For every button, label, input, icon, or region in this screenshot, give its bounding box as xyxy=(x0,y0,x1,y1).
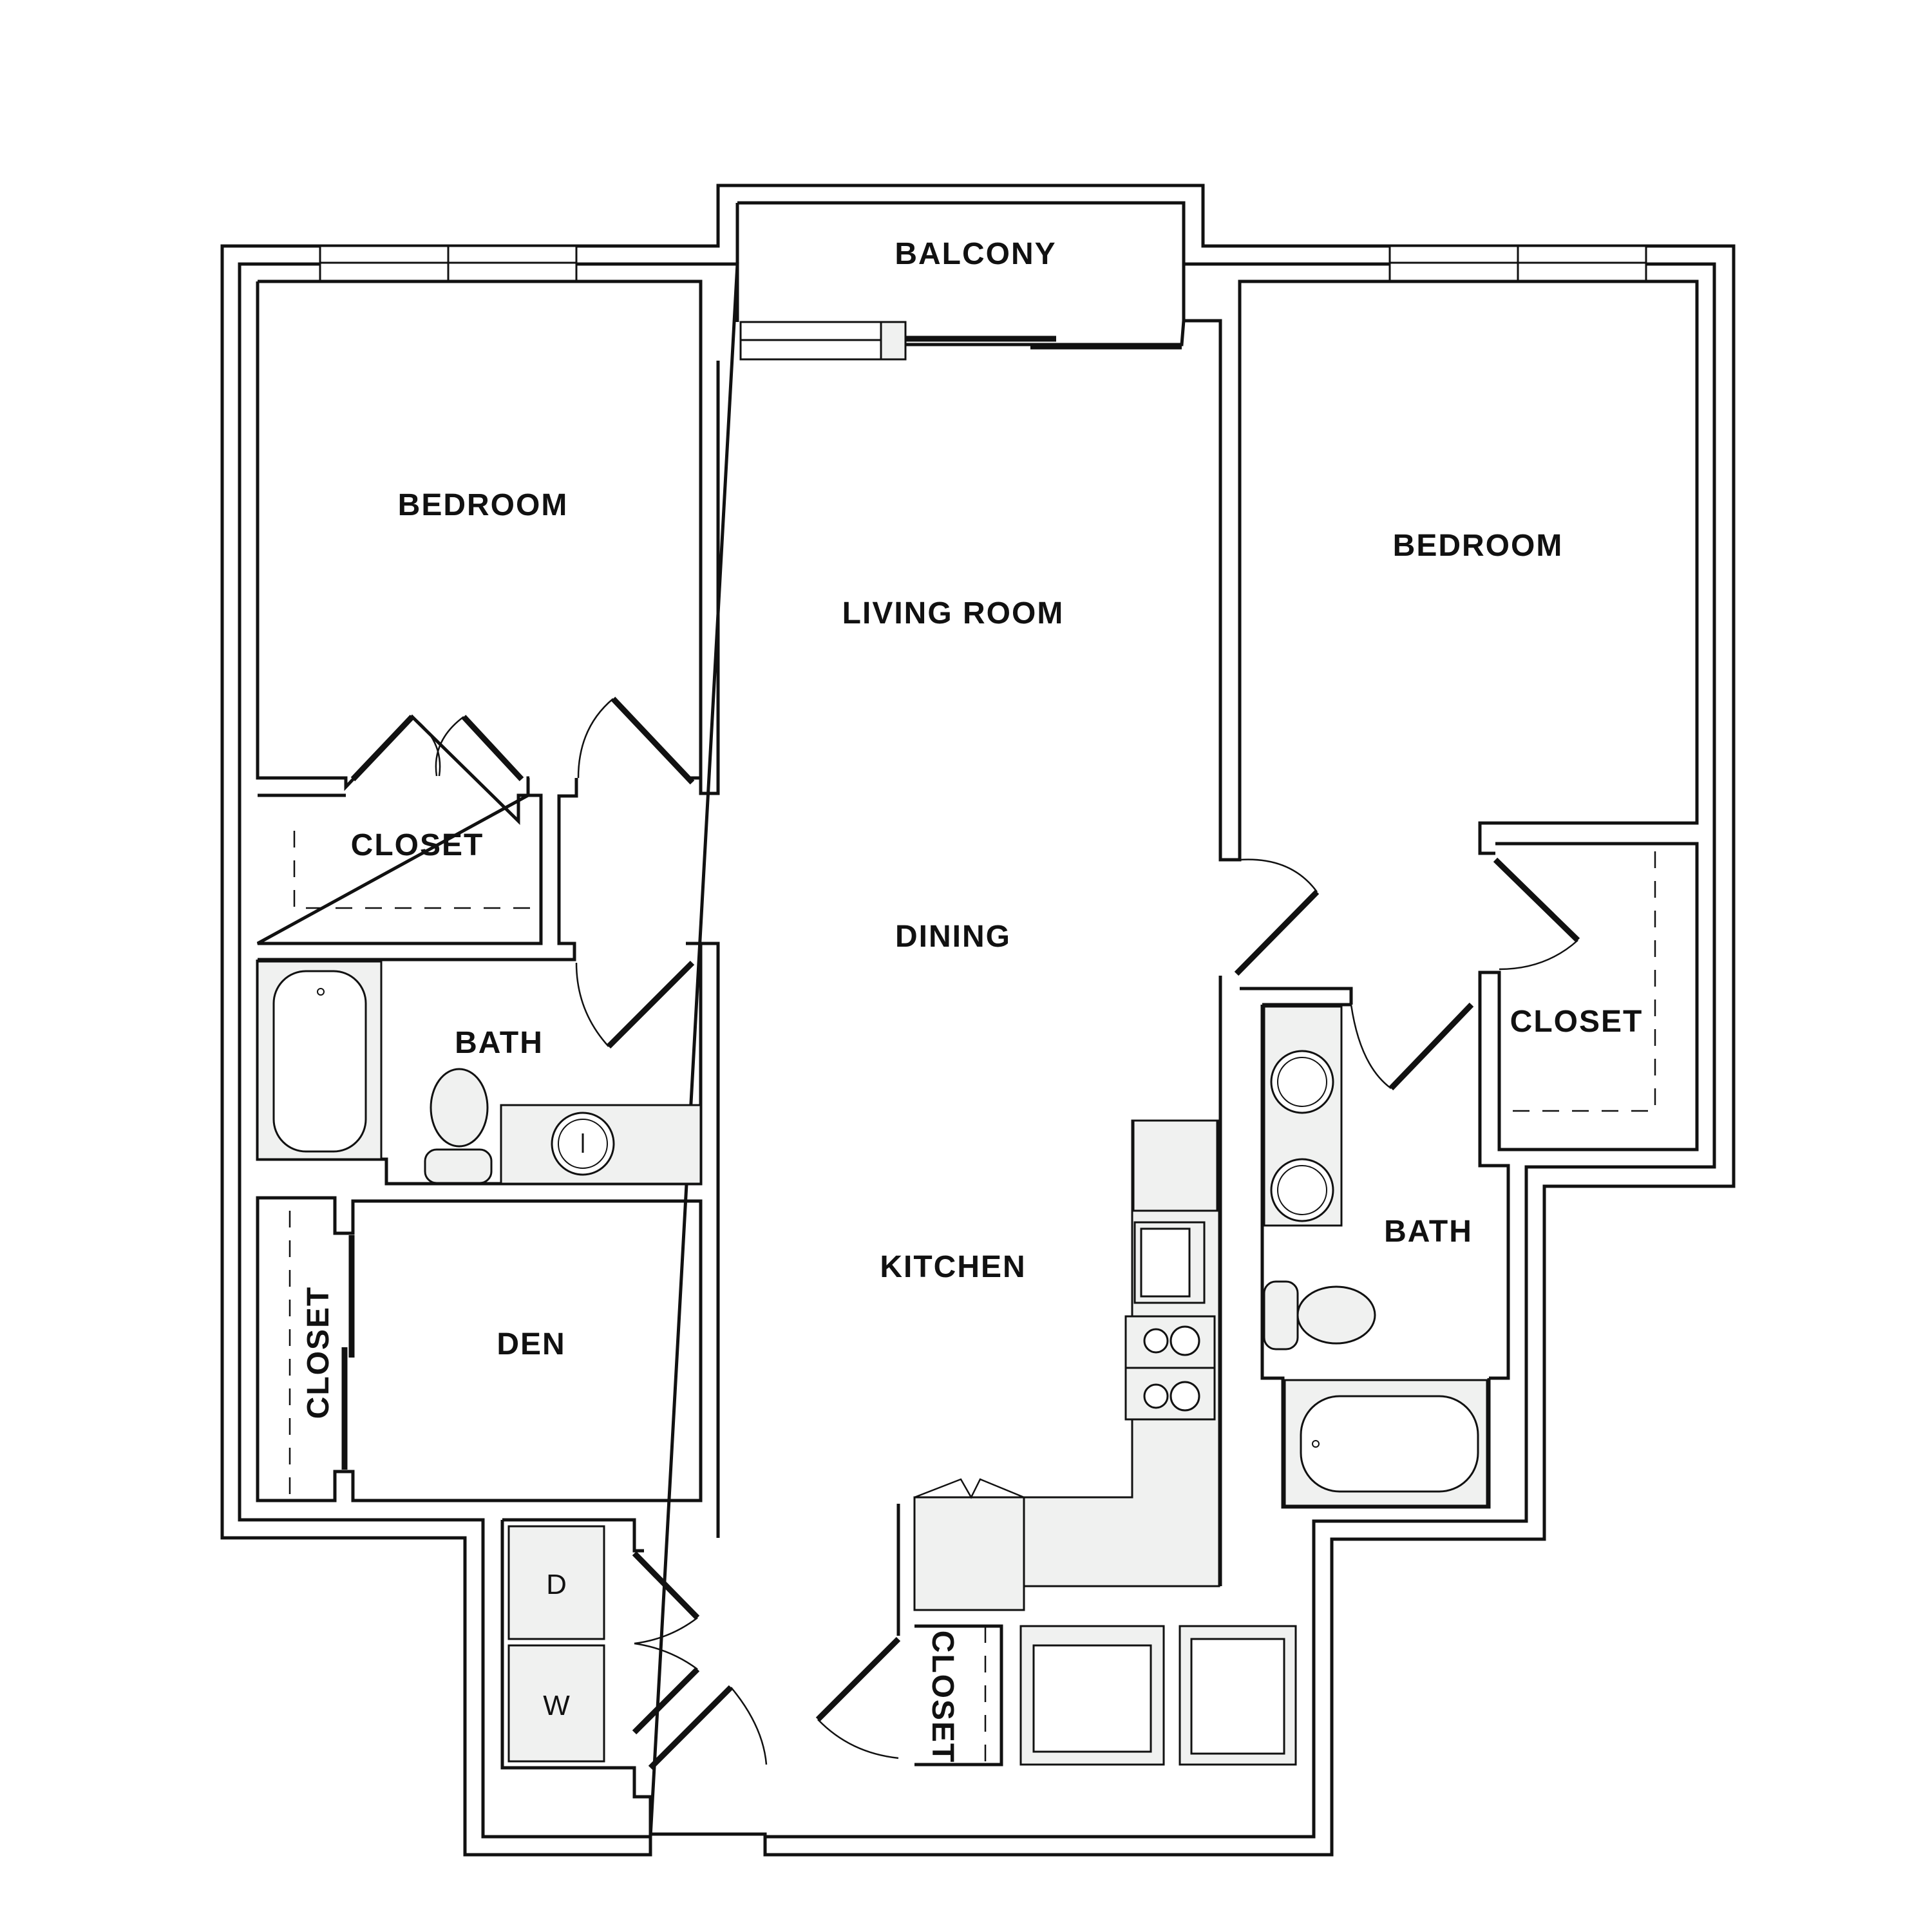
entry-door[interactable] xyxy=(648,1685,734,1770)
label-bedroom-left: BEDROOM xyxy=(398,488,569,522)
closet-entry xyxy=(815,1624,1297,1766)
label-bedroom-right: BEDROOM xyxy=(1393,529,1564,563)
closet-door-right[interactable] xyxy=(461,714,524,782)
label-living-room: LIVING ROOM xyxy=(842,596,1065,630)
laundry-door-bottom[interactable] xyxy=(632,1667,700,1735)
label-closet-right: CLOSET xyxy=(1510,1005,1643,1039)
closet-left xyxy=(256,793,543,945)
closet-door-left[interactable] xyxy=(350,714,415,782)
bedroom-left-door[interactable] xyxy=(611,696,695,785)
refrigerator xyxy=(1132,1119,1218,1212)
closet-right-door[interactable] xyxy=(1493,857,1580,943)
bath-left xyxy=(256,778,720,1538)
bedroom-left xyxy=(256,279,720,825)
toilet-left xyxy=(430,1068,489,1148)
bedroom-right-door[interactable] xyxy=(1234,889,1320,976)
dryer xyxy=(507,1525,605,1640)
windows xyxy=(319,245,1647,361)
label-dryer: D xyxy=(546,1569,567,1600)
label-dining: DINING xyxy=(895,920,1011,954)
label-closet-entry: CLOSET xyxy=(925,1631,960,1764)
pantry xyxy=(913,1496,1025,1611)
closet-entry-door[interactable] xyxy=(815,1636,901,1722)
bath-left-door[interactable] xyxy=(606,960,695,1049)
kitchen xyxy=(896,1119,1220,1636)
label-bath-left: BATH xyxy=(455,1026,544,1060)
laundry-door-top[interactable] xyxy=(632,1551,700,1620)
label-den: DEN xyxy=(497,1327,565,1361)
bath-right-door[interactable] xyxy=(1388,1002,1474,1091)
label-closet-den: CLOSET xyxy=(301,1286,336,1419)
den xyxy=(256,1196,703,1502)
label-closet-left: CLOSET xyxy=(351,828,484,862)
label-washer: W xyxy=(543,1690,570,1721)
label-balcony: BALCONY xyxy=(895,237,1056,271)
label-kitchen: KITCHEN xyxy=(880,1250,1026,1284)
room-labels: BALCONY BEDROOM LIVING ROOM BEDROOM CLOS… xyxy=(301,237,1643,1764)
toilet-right xyxy=(1296,1285,1376,1345)
washer xyxy=(507,1644,605,1763)
closet-right xyxy=(1478,842,1699,1151)
bedroom-right xyxy=(1184,279,1699,976)
laundry xyxy=(500,1518,768,1834)
toilet-right-tank xyxy=(1263,1280,1299,1350)
label-bath-right: BATH xyxy=(1384,1215,1473,1249)
bath-right xyxy=(1218,976,1510,1586)
